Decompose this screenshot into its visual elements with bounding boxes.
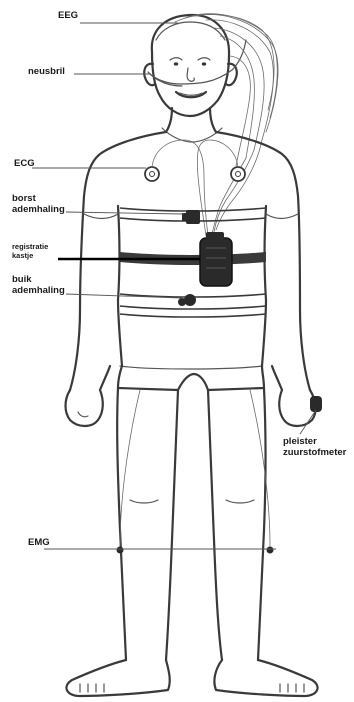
left-arm	[66, 366, 111, 426]
label-ecg: ECG	[14, 159, 35, 170]
left-foot	[66, 660, 169, 696]
label-oximeter-patch-line2: zuurstofmeter	[283, 448, 346, 459]
shorts	[118, 366, 264, 390]
torso	[70, 108, 310, 390]
face	[170, 58, 210, 98]
label-ecg-text: ECG	[14, 158, 35, 169]
label-nasal-cannula: neusbril	[28, 67, 65, 78]
label-chest-breathing: borst ademhaling	[12, 194, 65, 216]
label-abdominal-breathing: buik ademhaling	[12, 275, 65, 297]
eeg-wires	[175, 14, 278, 234]
label-recording-box: registratie kastje	[12, 243, 48, 260]
label-eeg-text: EEG	[58, 10, 78, 21]
right-arm	[272, 366, 322, 426]
label-nasal-cannula-text: neusbril	[28, 66, 65, 77]
right-foot	[214, 660, 317, 696]
head	[144, 15, 237, 116]
label-abdominal-breathing-line2: ademhaling	[12, 286, 65, 297]
label-chest-breathing-line2: ademhaling	[12, 205, 65, 216]
label-recording-box-line2: kastje	[12, 252, 48, 261]
chest-belt	[120, 208, 266, 224]
label-emg: EMG	[28, 538, 50, 549]
label-emg-text: EMG	[28, 537, 50, 548]
emg-electrodes	[117, 390, 274, 554]
abdominal-belt	[120, 294, 266, 317]
label-oximeter-patch: pleister zuurstofmeter	[283, 437, 346, 459]
label-eeg: EEG	[58, 11, 78, 22]
legs	[117, 388, 265, 660]
